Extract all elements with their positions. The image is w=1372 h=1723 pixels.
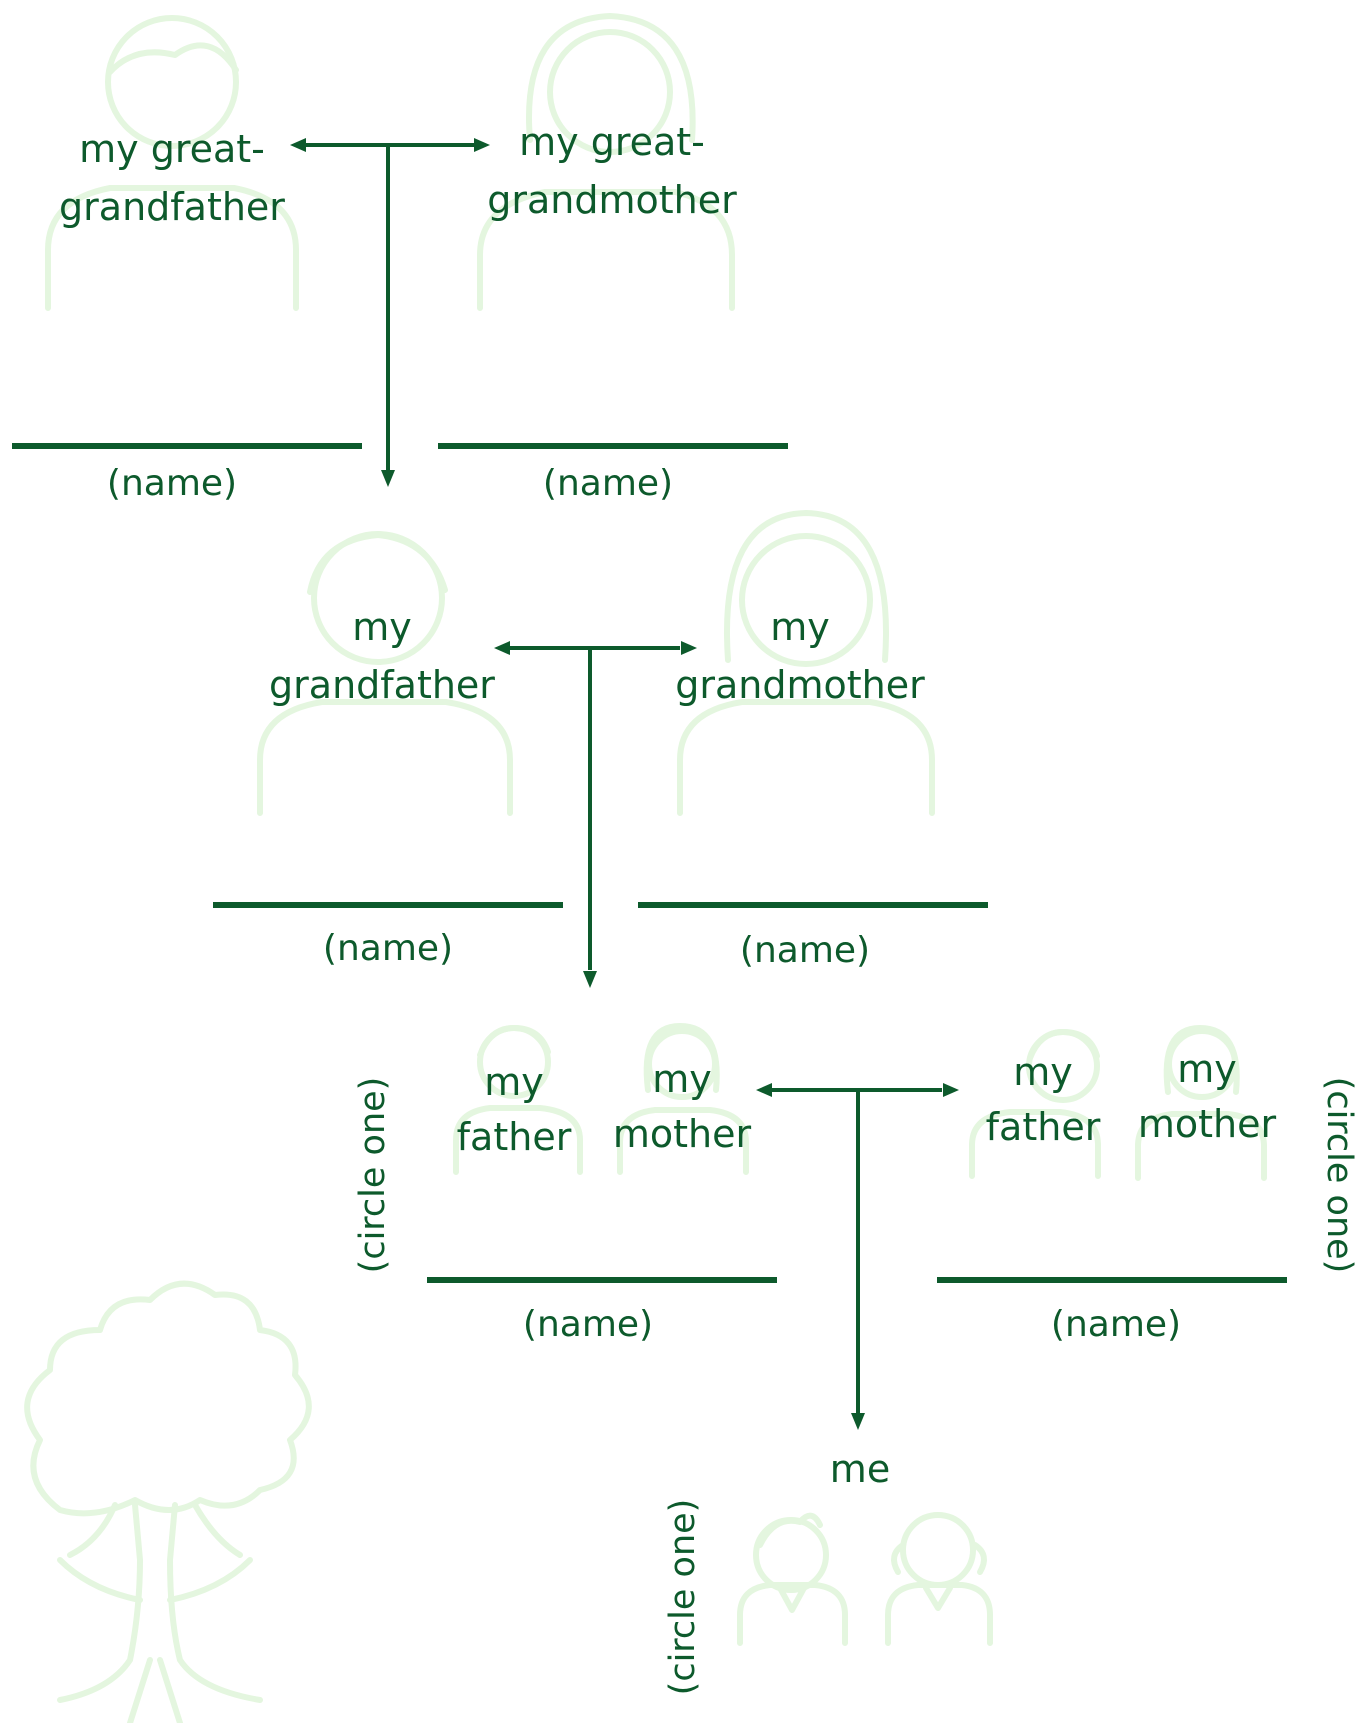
name-caption: (name) [523,1304,653,1345]
girl-silhouette-icon [885,1512,993,1646]
great-grandmother-label: grandmother [487,178,737,222]
woman-silhouette-icon [677,510,935,816]
grandfather-label: grandfather [269,663,495,707]
man-silhouette-icon [45,15,299,311]
connector-arrow [494,641,697,988]
circle-one-instruction: (circle one) [1319,1077,1359,1274]
mother-label[interactable]: my [652,1057,712,1101]
mother-label[interactable]: mother [613,1112,752,1156]
woman-silhouette-icon [1135,1025,1267,1181]
name-caption: (name) [740,930,870,971]
circle-one-instruction: (circle one) [663,1499,703,1696]
name-caption: (name) [323,928,453,969]
mother-label[interactable]: mother [1138,1102,1277,1146]
tree-icon [24,1280,312,1723]
father-label[interactable]: my [484,1060,544,1104]
great-grandfather-label: my great- [79,127,265,171]
great-grandfather-label: grandfather [59,185,285,229]
circle-one-instruction: (circle one) [353,1077,393,1274]
me-label: me [830,1447,890,1491]
mother-label[interactable]: my [1177,1047,1237,1091]
name-caption: (name) [107,463,237,504]
grandmother-label: my [770,605,830,649]
man-silhouette-icon [257,531,513,816]
boy-silhouette-icon [737,1512,848,1646]
name-caption: (name) [543,463,673,504]
connector-arrow [290,138,490,487]
father-label[interactable]: father [457,1115,572,1159]
woman-silhouette-icon [617,1023,749,1175]
woman-silhouette-icon [477,13,735,311]
connector-arrow [756,1083,959,1430]
father-label[interactable]: my [1013,1050,1073,1094]
man-silhouette-icon [453,1025,583,1175]
grandfather-label: my [352,605,412,649]
father-label[interactable]: father [986,1105,1101,1149]
grandmother-label: grandmother [675,663,925,707]
great-grandmother-label: my great- [519,120,705,164]
man-silhouette-icon [969,1029,1101,1179]
name-caption: (name) [1051,1304,1181,1345]
